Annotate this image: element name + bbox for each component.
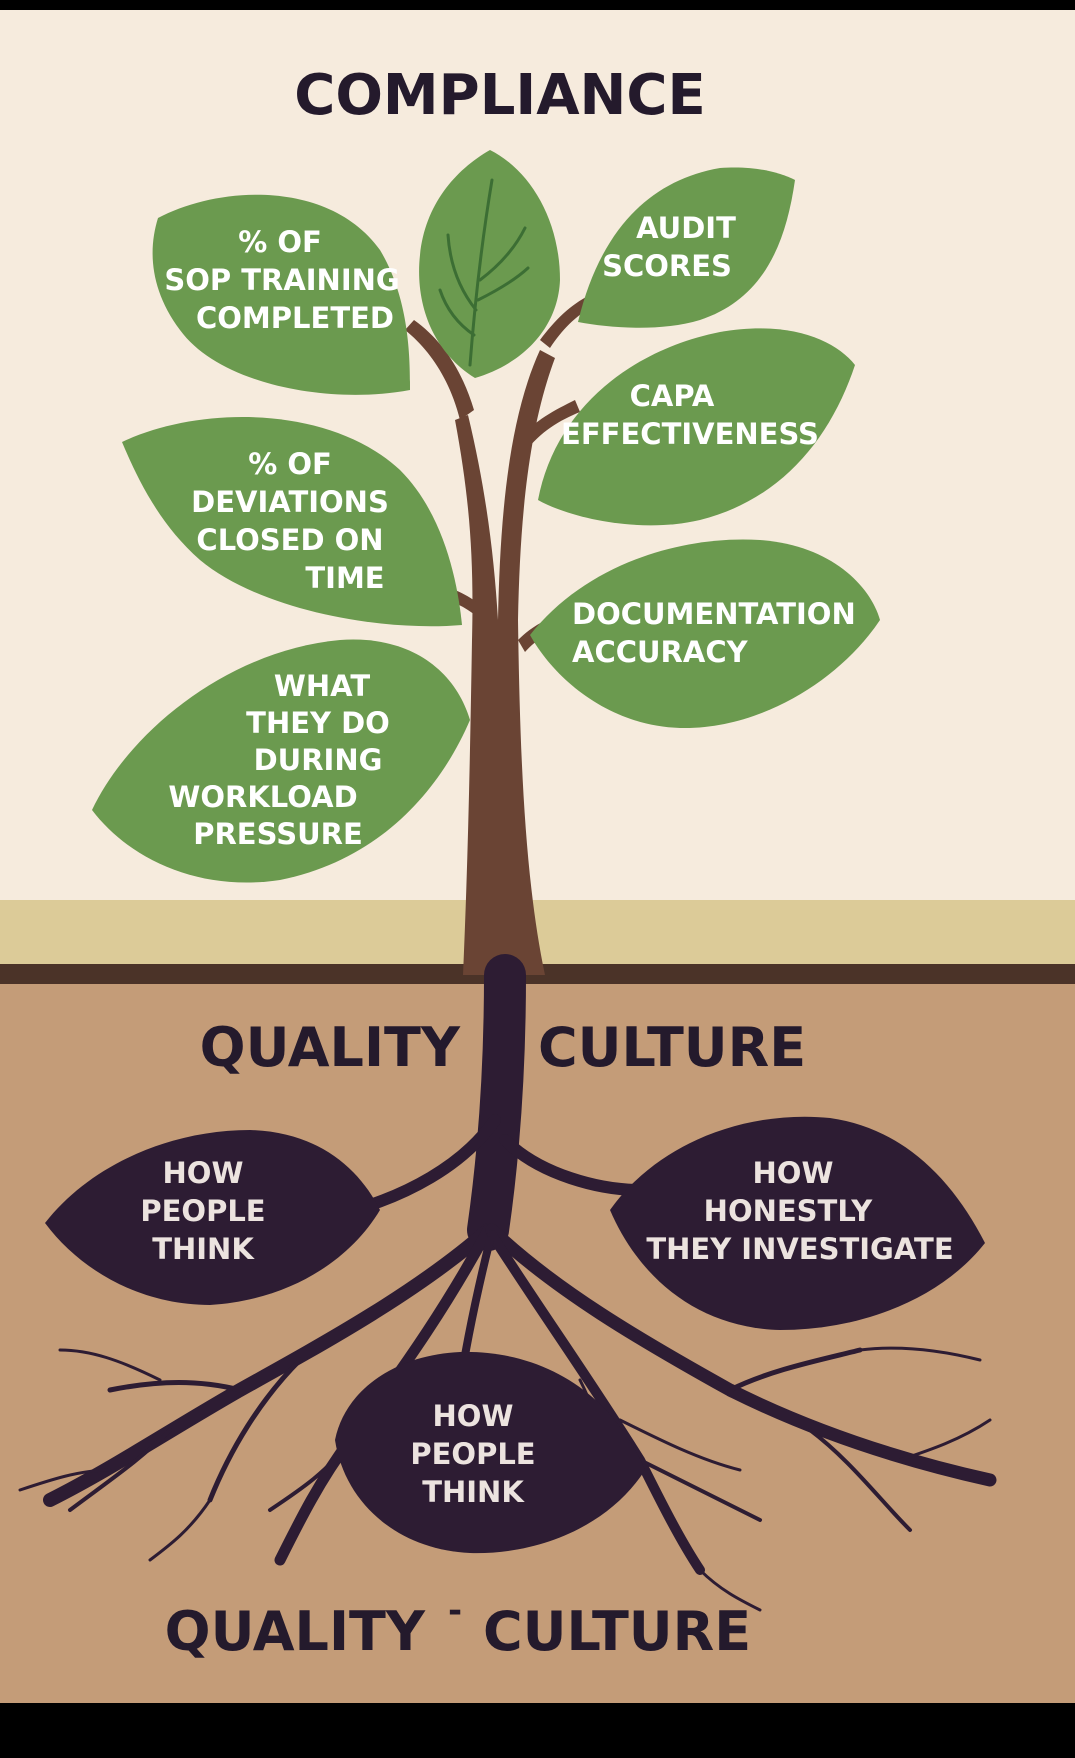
soil-background — [0, 975, 1075, 1703]
leaf-label-line: COMPLETED — [196, 301, 394, 335]
root-label-line: THINK — [152, 1232, 255, 1266]
leaf-deviations — [122, 417, 462, 627]
leaf-label-line: THEY DO — [246, 706, 390, 740]
leaf-label-line: PRESSURE — [193, 817, 363, 851]
root-node-center — [335, 1351, 645, 1554]
root-label-line: HOW — [433, 1399, 514, 1433]
leaf-label-audit: AUDIT SCORES — [602, 211, 736, 283]
leaf-label-line: % OF — [238, 225, 322, 259]
leaf-label-sop: % OF SOP TRAINING COMPLETED — [164, 225, 399, 335]
leaf-top — [419, 150, 560, 378]
root-label-line: THINK — [422, 1475, 525, 1509]
leaf-label-line: TIME — [305, 561, 384, 595]
leaf-label-documentation: DOCUMENTATION ACCURACY — [572, 597, 856, 669]
leaf-label-workload: WHAT THEY DO DURING WORKLOAD PRESSURE — [168, 669, 389, 851]
leaf-label-line: DEVIATIONS — [191, 485, 389, 519]
leaf-label-line: SCORES — [602, 249, 732, 283]
leaf-veins — [438, 178, 530, 367]
root-label-line: HOW — [163, 1156, 244, 1190]
leaf-label-line: DOCUMENTATION — [572, 597, 856, 631]
root-label-line: HONESTLY — [704, 1194, 874, 1228]
leaf-label-line: % OF — [248, 447, 332, 481]
title-quality-upper: QUALITY — [200, 1016, 461, 1079]
title-compliance: COMPLIANCE — [294, 63, 706, 128]
leaf-workload — [92, 639, 470, 883]
leaf-label-deviations: % OF DEVIATIONS CLOSED ON TIME — [191, 447, 389, 595]
root-label-line: HOW — [753, 1156, 834, 1190]
leaf-label-line: SOP TRAINING — [164, 263, 399, 297]
leaf-label-line: WHAT — [274, 669, 370, 703]
root-label-right: HOW HONESTLY THEY INVESTIGATE — [646, 1156, 953, 1266]
leaf-label-line: DURING — [254, 743, 383, 777]
root-label-left: HOW PEOPLE THINK — [140, 1156, 265, 1266]
root-label-line: THEY INVESTIGATE — [646, 1232, 953, 1266]
root-label-line: PEOPLE — [140, 1194, 265, 1228]
leaf-label-line: WORKLOAD — [168, 780, 357, 814]
leaf-sop — [152, 194, 410, 395]
leaf-label-line: EFFECTIVENESS — [561, 417, 819, 451]
leaf-capa — [538, 328, 855, 526]
leaves — [92, 150, 880, 883]
title-dash-lower: - — [448, 1591, 462, 1631]
leaf-label-capa: CAPA EFFECTIVENESS — [561, 379, 819, 451]
leaf-label-line: ACCURACY — [572, 635, 749, 669]
root-nodes — [45, 1116, 985, 1554]
leaf-documentation — [530, 539, 880, 729]
leaf-label-line: AUDIT — [636, 211, 736, 245]
leaf-audit — [578, 167, 795, 328]
title-culture-lower: CULTURE — [483, 1600, 751, 1663]
title-quality-lower: QUALITY — [165, 1600, 426, 1663]
leaf-label-line: CAPA — [630, 379, 715, 413]
root-node-left — [45, 1130, 380, 1305]
leaf-label-line: CLOSED ON — [196, 523, 383, 557]
root-label-center: HOW PEOPLE THINK — [410, 1399, 535, 1509]
root-node-right — [610, 1116, 985, 1330]
root-label-line: PEOPLE — [410, 1437, 535, 1471]
title-culture-upper: CULTURE — [538, 1016, 806, 1079]
